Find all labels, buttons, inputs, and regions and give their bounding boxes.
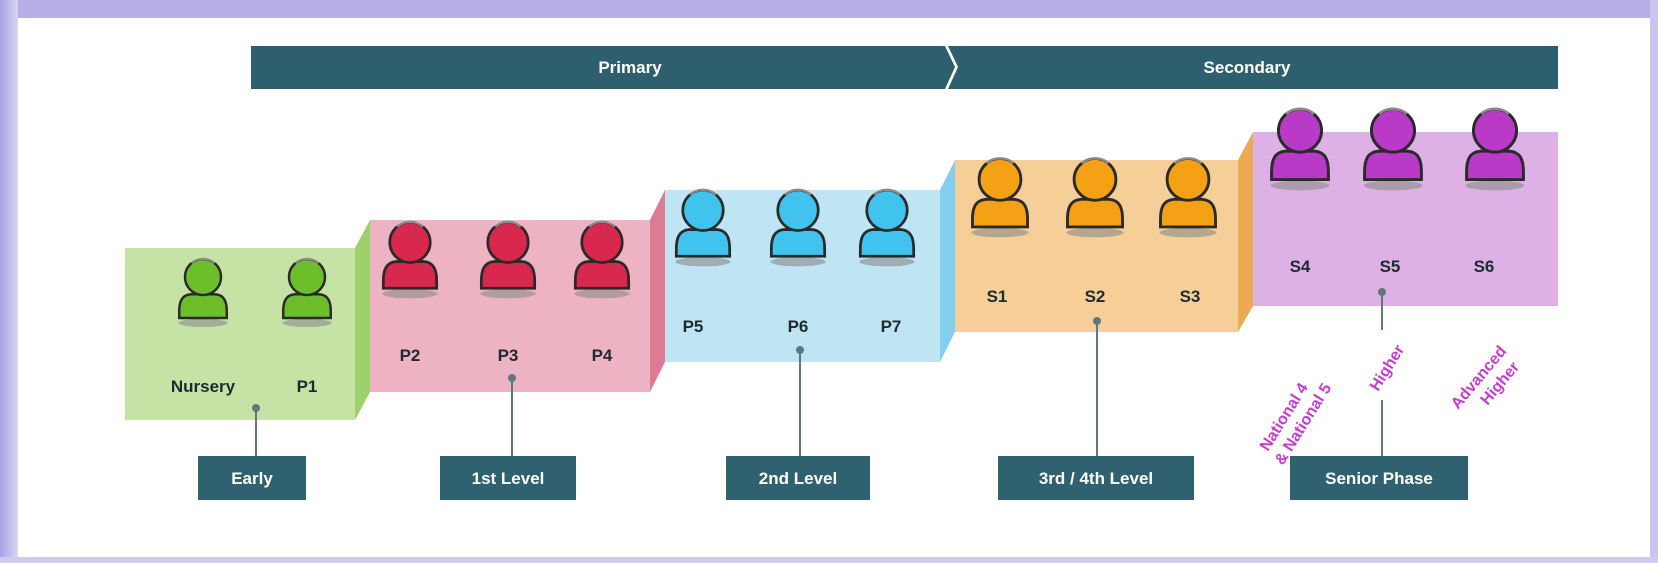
connector-lines — [252, 288, 1386, 458]
year-label-nursery: Nursery — [171, 377, 236, 396]
year-label-p1: P1 — [297, 377, 318, 396]
window-frame-left — [0, 0, 18, 563]
year-label-p3: P3 — [498, 346, 519, 365]
qualification-s5: Higher — [1367, 342, 1408, 394]
window-frame-right — [1650, 0, 1658, 563]
year-label-s6: S6 — [1474, 257, 1495, 276]
level-label-senior: Senior Phase — [1325, 469, 1433, 488]
year-label-p7: P7 — [881, 317, 902, 336]
year-label-s2: S2 — [1085, 287, 1106, 306]
level-box-early: Early — [198, 456, 306, 500]
year-label-s3: S3 — [1180, 287, 1201, 306]
level-label-third: 3rd / 4th Level — [1039, 469, 1153, 488]
secondary-banner-label: Secondary — [1204, 58, 1291, 77]
year-label-p4: P4 — [592, 346, 613, 365]
stage-block-early — [125, 220, 370, 420]
secondary-banner-shape — [948, 46, 1558, 89]
primary-banner-label: Primary — [598, 58, 662, 77]
year-label-s4: S4 — [1290, 257, 1311, 276]
level-box-first: 1st Level — [440, 456, 576, 500]
qualification-s6: Advanced Higher — [1448, 343, 1523, 413]
level-label-second: 2nd Level — [759, 469, 837, 488]
primary-banner-shape — [251, 46, 955, 89]
window-frame-bottom — [0, 557, 1658, 563]
year-label-p5: P5 — [683, 317, 704, 336]
secondary-banner: Secondary — [948, 46, 1558, 89]
qualification-s4: National 4 & National 5 — [1257, 380, 1335, 468]
year-label-s5: S5 — [1380, 257, 1401, 276]
year-label-p6: P6 — [788, 317, 809, 336]
year-label-p2: P2 — [400, 346, 421, 365]
year-label-s1: S1 — [987, 287, 1008, 306]
level-box-second: 2nd Level — [726, 456, 870, 500]
level-box-senior: Senior Phase — [1290, 456, 1468, 500]
window-frame-top — [0, 0, 1658, 18]
level-label-early: Early — [231, 469, 273, 488]
qualification-s5-line1: Higher — [1367, 342, 1408, 394]
level-box-third: 3rd / 4th Level — [998, 456, 1194, 500]
primary-banner: Primary — [251, 46, 955, 89]
level-label-first: 1st Level — [472, 469, 545, 488]
